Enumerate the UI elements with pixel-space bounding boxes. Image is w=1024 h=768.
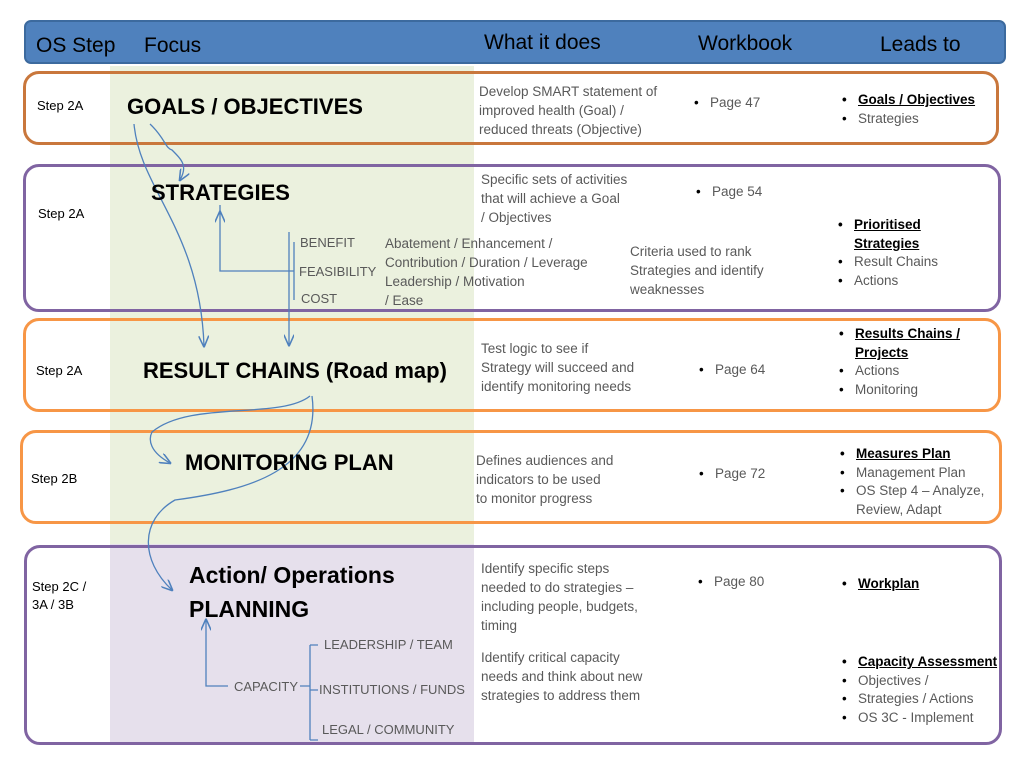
row4-leads-to-item: Management Plan [838, 464, 984, 483]
capacity-label: CAPACITY [234, 679, 299, 694]
connector-result-to-action [147, 395, 314, 590]
row-band-action-planning [24, 545, 1002, 745]
row1-focus-title: GOALS / OBJECTIVES [127, 94, 363, 119]
row4-workbook-page: Page 72 [697, 465, 765, 484]
row4-leads-to: Measures Plan Management Plan OS Step 4 … [838, 445, 984, 519]
row1-leads-to-item: Strategies [840, 110, 975, 129]
row5-workbook-page: Page 80 [696, 573, 764, 592]
capacity-leadership-team: LEADERSHIP / TEAM [324, 637, 453, 652]
table-header [24, 20, 1006, 64]
row1-workbook-page: Page 47 [692, 94, 760, 113]
row1-workbook: Page 47 [692, 94, 760, 113]
criteria-note: Criteria used to rank Strategies and ide… [630, 244, 764, 297]
row2-workbook-page: Page 54 [694, 183, 762, 202]
connector-goals-to-result-chains [133, 123, 204, 346]
row3-leads-to-item: Results Chains /Projects [837, 325, 960, 362]
row2-workbook: Page 54 [694, 183, 762, 202]
row5-leads-to-capacity: Capacity Assessment Objectives / Strateg… [840, 653, 997, 727]
row2-leads-to-item: Result Chains [836, 253, 938, 272]
header-focus: Focus [144, 34, 202, 57]
connector-capacity-bracket [300, 644, 318, 741]
row3-focus-title: RESULT CHAINS (Road map) [143, 358, 447, 383]
row5-leads-to: Workplan [840, 575, 919, 594]
row-band-result-chains [23, 318, 1001, 412]
row5-what-it-does-capacity: Identify critical capacity needs and thi… [481, 650, 643, 703]
row3-step: Step 2A [36, 363, 83, 378]
row5-leads-to-capacity-item: Objectives / [840, 672, 997, 691]
row3-workbook-page: Page 64 [697, 361, 765, 380]
row-band-goals [23, 71, 999, 145]
criteria-feasibility: FEASIBILITY [299, 264, 377, 279]
header-leads-to: Leads to [880, 33, 961, 56]
row2-what-it-does: Specific sets of activities that will ac… [481, 172, 628, 225]
row5-what-it-does: Identify specific steps needed to do str… [481, 561, 638, 633]
connector-goals-to-strategies [149, 123, 184, 180]
row2-step: Step 2A [38, 206, 85, 221]
row4-what-it-does: Defines audiences and indicators to be u… [476, 453, 614, 506]
row5-leads-to-capacity-item: Capacity Assessment [840, 653, 997, 672]
row5-leads-to-capacity-item: Strategies / Actions [840, 690, 997, 709]
header-what-it-does: What it does [484, 31, 601, 54]
row3-what-it-does: Test logic to see if Strategy will succe… [481, 341, 635, 394]
connector-capacity-up [206, 620, 228, 687]
row5-workbook: Page 80 [696, 573, 764, 592]
row1-leads-to: Goals / Objectives Strategies [840, 91, 975, 128]
row-band-strategies [23, 164, 1001, 312]
row4-step: Step 2B [31, 471, 78, 486]
capacity-institutions-funds: INSTITUTIONS / FUNDS [319, 682, 465, 697]
row4-workbook: Page 72 [697, 465, 765, 484]
criteria-cost: COST [301, 291, 338, 306]
row3-leads-to-item: Actions [837, 362, 960, 381]
connector-result-to-monitoring [149, 395, 311, 463]
criteria-benefit: BENEFIT [300, 235, 355, 250]
row4-leads-to-item: OS Step 4 – Analyze,Review, Adapt [838, 482, 984, 519]
row-band-monitoring [20, 430, 1002, 524]
header-os-step: OS Step [36, 34, 116, 57]
row4-leads-to-item: Measures Plan [838, 445, 984, 464]
row2-focus-title: STRATEGIES [151, 180, 290, 205]
row5-leads-to-capacity-item: OS 3C - Implement [840, 709, 997, 728]
row3-leads-to: Results Chains /Projects Actions Monitor… [837, 325, 960, 399]
header-workbook: Workbook [698, 32, 793, 55]
row1-what-it-does: Develop SMART statement of improved heal… [479, 84, 658, 137]
row2-leads-to-item: Actions [836, 272, 938, 291]
row3-leads-to-item: Monitoring [837, 381, 960, 400]
connector-strategies-cost [219, 205, 295, 300]
row4-focus-title: MONITORING PLAN [185, 450, 394, 475]
row3-workbook: Page 64 [697, 361, 765, 380]
focus-column-background-lower [110, 544, 474, 744]
row5-leads-to-item: Workplan [840, 575, 919, 594]
row1-step: Step 2A [37, 98, 84, 113]
row1-leads-to-item: Goals / Objectives [840, 91, 975, 110]
row5-focus-title: Action/ Operations PLANNING [189, 562, 395, 622]
criteria-detail: Abatement / Enhancement / Contribution /… [385, 236, 588, 308]
capacity-legal-community: LEGAL / COMMUNITY [322, 722, 455, 737]
row5-step: Step 2C / 3A / 3B [32, 579, 87, 612]
